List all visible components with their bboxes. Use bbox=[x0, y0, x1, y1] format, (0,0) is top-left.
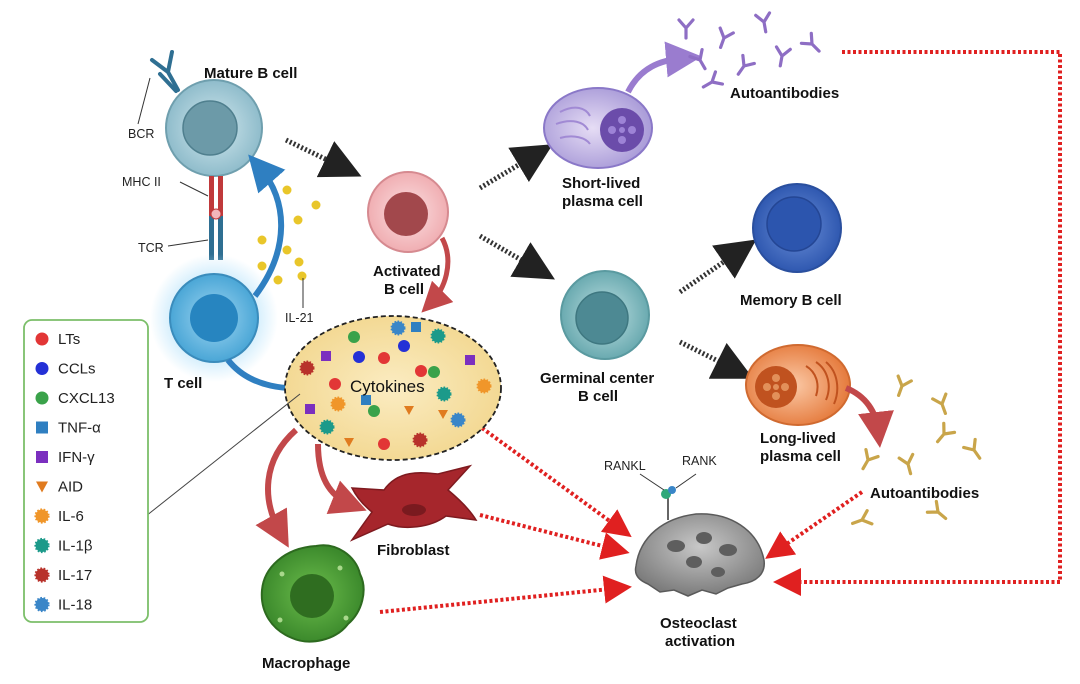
legend-label: IL-6 bbox=[58, 508, 84, 525]
label-activated-2: B cell bbox=[384, 281, 424, 298]
legend-marker-circle-icon bbox=[35, 362, 49, 375]
mhc-tcr-complex bbox=[209, 176, 223, 260]
label-mature-b-cell: Mature B cell bbox=[204, 65, 297, 82]
label-rankl: RANKL bbox=[604, 459, 646, 473]
autoantibodies-top bbox=[677, 11, 826, 95]
dotted-line-macrophage-osteoclast bbox=[379, 575, 632, 614]
legend-connector-line bbox=[145, 393, 301, 517]
dotted-line-autoantibodies-osteoclast bbox=[765, 490, 864, 559]
rank-pointer-line bbox=[675, 473, 697, 489]
tcr-pointer-line bbox=[167, 239, 209, 247]
mhc-pointer-line bbox=[179, 181, 209, 197]
legend-marker-square-icon bbox=[36, 421, 48, 434]
bcr-pointer-line bbox=[137, 77, 151, 125]
dotted-line-autoantibodies-top bbox=[773, 50, 1062, 596]
arrow-shortlived-to-autoantibodies bbox=[625, 41, 702, 94]
label-mhc-ii: MHC II bbox=[122, 175, 161, 189]
legend-label: IFN-γ bbox=[58, 449, 95, 466]
arrow-cytokines-to-fibroblast bbox=[315, 443, 367, 515]
label-tcr: TCR bbox=[138, 241, 164, 255]
legend-marker-star-icon bbox=[34, 508, 50, 524]
activated-b-cell bbox=[367, 171, 449, 253]
label-rank: RANK bbox=[682, 454, 717, 468]
label-fibroblast: Fibroblast bbox=[377, 542, 450, 559]
label-il21: IL-21 bbox=[285, 311, 314, 325]
legend-marker-star-icon bbox=[34, 567, 50, 583]
legend-marker-triangle-icon bbox=[36, 481, 48, 493]
il21-particles bbox=[257, 185, 321, 285]
legend-marker-circle-icon bbox=[35, 391, 49, 405]
label-bcr: BCR bbox=[128, 127, 154, 141]
label-germinal-2: B cell bbox=[578, 388, 618, 405]
dotted-line-fibroblast-osteoclast bbox=[479, 513, 630, 560]
label-memory-b: Memory B cell bbox=[740, 292, 842, 309]
arrow-mature-to-activated bbox=[284, 137, 362, 178]
arrow-activated-to-cytokines bbox=[421, 236, 454, 313]
osteoclast-signal-lines bbox=[379, 50, 1062, 614]
arrow-tcell-to-mature bbox=[248, 154, 286, 298]
legend-label: LTs bbox=[58, 331, 80, 348]
label-macrophage: Macrophage bbox=[262, 655, 350, 672]
short-lived-plasma-cell bbox=[543, 87, 653, 169]
bcr-receptor-icon bbox=[150, 50, 180, 93]
label-autoantibodies-top: Autoantibodies bbox=[730, 85, 839, 102]
germinal-center-b-cell bbox=[560, 270, 650, 360]
memory-b-cell bbox=[752, 183, 842, 273]
legend-marker-star-icon bbox=[34, 537, 50, 554]
fibroblast-cell bbox=[349, 464, 478, 542]
arrow-activated-to-shortlived bbox=[478, 144, 553, 191]
label-osteoclast-2: activation bbox=[665, 633, 735, 650]
legend-label: IL-18 bbox=[58, 597, 92, 614]
cytokine-particles bbox=[299, 320, 492, 450]
differentiation-arrows bbox=[284, 137, 757, 379]
rankl-pointer-line bbox=[639, 473, 665, 491]
label-short-lived-2: plasma cell bbox=[562, 193, 643, 210]
arrow-cytokines-to-macrophage bbox=[255, 427, 299, 548]
label-cytokines: Cytokines bbox=[350, 377, 425, 396]
label-long-lived-1: Long-lived bbox=[760, 430, 836, 447]
dotted-line-cytokines-osteoclast bbox=[480, 426, 632, 538]
label-autoantibodies-right: Autoantibodies bbox=[870, 485, 979, 502]
label-osteoclast-1: Osteoclast bbox=[660, 615, 737, 632]
osteoclast-cell bbox=[634, 486, 765, 597]
label-t-cell: T cell bbox=[164, 375, 202, 392]
label-activated-1: Activated bbox=[373, 263, 441, 280]
legend-box bbox=[23, 319, 149, 623]
arrow-longlived-to-autoantibodies bbox=[844, 385, 894, 448]
legend-marker-circle-icon bbox=[35, 332, 49, 346]
legend-label: CCLs bbox=[58, 361, 96, 378]
arrow-germinal-to-memory bbox=[678, 239, 757, 295]
legend-label: CXCL13 bbox=[58, 390, 115, 407]
label-long-lived-2: plasma cell bbox=[760, 448, 841, 465]
arrow-germinal-to-longlived bbox=[678, 339, 754, 379]
cytokines-pool bbox=[284, 315, 502, 461]
legend-marker-square-icon bbox=[36, 451, 48, 463]
legend-marker-star-icon bbox=[34, 596, 50, 613]
t-cell bbox=[150, 254, 278, 382]
legend-label: TNF-α bbox=[58, 420, 101, 437]
label-germinal-1: Germinal center bbox=[540, 370, 654, 387]
legend-label: AID bbox=[58, 479, 83, 496]
legend-label: IL-17 bbox=[58, 567, 92, 584]
arrow-activated-to-germinal bbox=[478, 233, 555, 280]
macrophage-cell bbox=[260, 544, 365, 643]
long-lived-plasma-cell bbox=[745, 344, 851, 426]
label-short-lived-1: Short-lived bbox=[562, 175, 640, 192]
rank-receptor-icon bbox=[661, 486, 676, 520]
mature-b-cell bbox=[150, 50, 263, 177]
autoantibodies-right bbox=[848, 374, 988, 532]
legend-label: IL-1β bbox=[58, 538, 93, 555]
